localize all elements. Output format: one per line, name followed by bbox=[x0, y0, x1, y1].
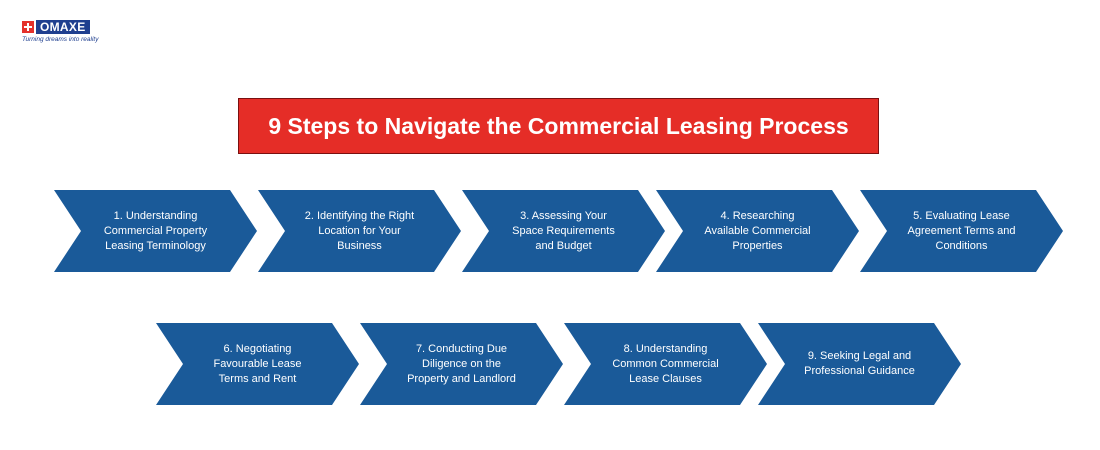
step-4-label: 4. Researching Available Commercial Prop… bbox=[704, 209, 811, 252]
step-9-arrow: 9. Seeking Legal and Professional Guidan… bbox=[758, 323, 961, 405]
step-9-label: 9. Seeking Legal and Professional Guidan… bbox=[804, 350, 915, 377]
step-8-arrow: 8. Understanding Common Commercial Lease… bbox=[564, 323, 767, 405]
step-3-label: 3. Assessing Your Space Requirements and… bbox=[512, 209, 615, 252]
step-1-label: 1. Understanding Commercial Property Lea… bbox=[103, 209, 208, 252]
step-6-arrow: 6. Negotiating Favourable Lease Terms an… bbox=[156, 323, 359, 405]
step-7-arrow: 7. Conducting Due Diligence on the Prope… bbox=[360, 323, 563, 405]
cross-logo-icon bbox=[22, 21, 34, 33]
logo-wordmark: OMAXE bbox=[36, 20, 90, 34]
step-6-label: 6. Negotiating Favourable Lease Terms an… bbox=[213, 342, 302, 385]
logo-tagline: Turning dreams into reality bbox=[22, 36, 99, 43]
step-3-arrow: 3. Assessing Your Space Requirements and… bbox=[462, 190, 665, 272]
step-5-arrow: 5. Evaluating Lease Agreement Terms and … bbox=[860, 190, 1063, 272]
logo-mark-row: OMAXE bbox=[22, 20, 132, 34]
brand-logo: OMAXE Turning dreams into reality bbox=[22, 20, 132, 46]
step-8-label: 8. Understanding Common Commercial Lease… bbox=[612, 342, 719, 385]
title-banner: 9 Steps to Navigate the Commercial Leasi… bbox=[238, 98, 879, 154]
step-5-label: 5. Evaluating Lease Agreement Terms and … bbox=[907, 209, 1016, 252]
step-2-label: 2. Identifying the Right Location for Yo… bbox=[304, 209, 415, 252]
step-2-arrow: 2. Identifying the Right Location for Yo… bbox=[258, 190, 461, 272]
page-title: 9 Steps to Navigate the Commercial Leasi… bbox=[268, 112, 849, 139]
step-1-arrow: 1. Understanding Commercial Property Lea… bbox=[54, 190, 257, 272]
step-4-arrow: 4. Researching Available Commercial Prop… bbox=[656, 190, 859, 272]
step-7-label: 7. Conducting Due Diligence on the Prope… bbox=[407, 342, 516, 385]
